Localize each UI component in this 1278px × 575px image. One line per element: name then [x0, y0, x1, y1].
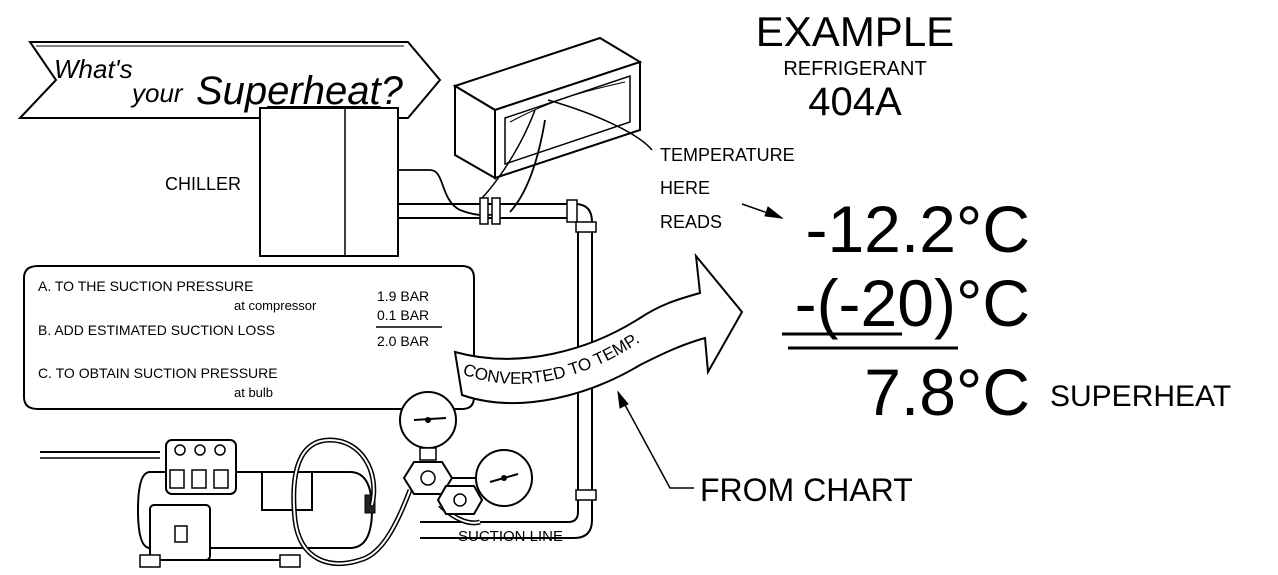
- chiller-unit: CHILLER: [165, 107, 399, 257]
- pressure-calculation-box: A. TO THE SUCTION PRESSURE at compressor…: [23, 265, 475, 410]
- step-a-subtext: at compressor: [234, 298, 317, 313]
- gauge-manifold: [399, 391, 533, 515]
- temperature-label-line-3: READS: [660, 212, 722, 232]
- banner-super-underlined: erheat: [267, 69, 382, 113]
- superheat-banner: What's your Superheat?: [17, 41, 442, 119]
- step-c-text: C. TO OBTAIN SUCTION PRESSURE: [38, 365, 278, 381]
- example-header: EXAMPLE REFRIGERANT 404A: [756, 8, 954, 124]
- saturation-prefix: -: [795, 266, 817, 340]
- temperature-arrowhead: [764, 206, 784, 219]
- saturation-temperature: -(-20)°C: [795, 266, 1030, 340]
- banner-question-mark: ?: [381, 69, 404, 113]
- superheat-calculation: -12.2°C -(-20)°C 7.8°C SUPERHEAT: [782, 192, 1231, 429]
- evaporator-box: [452, 36, 643, 180]
- suction-line-label: SUCTION LINE: [458, 528, 563, 545]
- banner-your: your: [130, 78, 184, 108]
- refrigerant-code: 404A: [808, 80, 902, 124]
- value-b: 0.1 BAR: [377, 307, 429, 323]
- value-a: 1.9 BAR: [377, 288, 429, 304]
- step-c-subtext: at bulb: [234, 385, 273, 400]
- superheat-result: 7.8°C: [864, 355, 1030, 429]
- step-a-text: A. TO THE SUCTION PRESSURE: [38, 278, 254, 294]
- from-chart-label: FROM CHART: [700, 472, 913, 508]
- sensor-bulb-clamp: [479, 197, 489, 225]
- temperature-label-line-2: HERE: [660, 178, 710, 198]
- banner-super-prefix: Sup: [196, 69, 267, 113]
- value-c: 2.0 BAR: [377, 333, 429, 349]
- chiller-label: CHILLER: [165, 174, 241, 194]
- measured-temperature: -12.2°C: [806, 192, 1031, 266]
- banner-whats: What's: [54, 54, 133, 84]
- converted-arrow: CONVERTED TO TEMP.: [453, 252, 744, 405]
- example-title: EXAMPLE: [756, 8, 954, 55]
- superheat-result-label: SUPERHEAT: [1050, 380, 1231, 413]
- compressor: [40, 439, 376, 568]
- temperature-callout: TEMPERATURE HERE READS: [547, 99, 795, 232]
- from-chart-callout: FROM CHART: [617, 390, 913, 508]
- temperature-label-line-1: TEMPERATURE: [660, 145, 795, 165]
- saturation-underlined: (-20): [817, 266, 956, 340]
- from-chart-arrowhead: [617, 390, 629, 409]
- refrigerant-label: REFRIGERANT: [783, 58, 926, 80]
- saturation-suffix: °C: [956, 266, 1030, 340]
- service-hoses: [291, 437, 481, 567]
- banner-super: Superheat?: [196, 69, 404, 113]
- step-b-text: B. ADD ESTIMATED SUCTION LOSS: [38, 322, 275, 338]
